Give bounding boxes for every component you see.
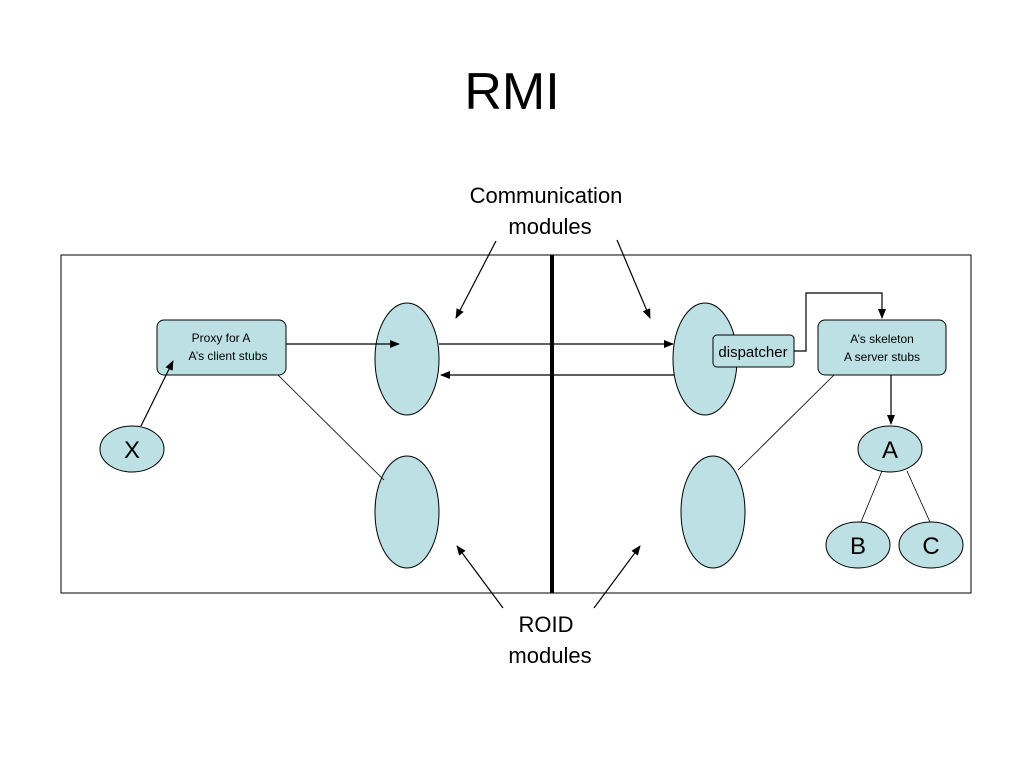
client-communication-module — [374, 302, 440, 416]
skeleton-box — [817, 319, 947, 376]
slide-title: RMI — [464, 63, 560, 121]
skeleton-roid-link — [737, 374, 835, 471]
skeleton-box-line-1: A’s skeleton — [850, 332, 914, 346]
object-a — [857, 425, 923, 473]
object-x — [99, 425, 165, 473]
proxy-box-line-2: A’s client stubs — [189, 349, 268, 363]
a-to-b-link — [860, 470, 883, 523]
roid-arrow-left — [456, 545, 504, 609]
a-to-c-link — [906, 470, 931, 523]
proxy-box — [156, 319, 287, 376]
object-c — [898, 521, 964, 569]
communication-arrow-right — [616, 239, 651, 319]
proxy-box-line-1: Proxy for A — [192, 331, 251, 345]
communication-arrow-left — [455, 240, 497, 319]
skeleton-box-line-2: A server stubs — [844, 350, 920, 364]
x-to-proxy-arrow — [140, 360, 174, 427]
system-frame — [60, 254, 972, 594]
object-a-label: A — [882, 437, 898, 464]
object-b-label: B — [850, 533, 866, 560]
client-roid-module — [374, 455, 440, 569]
object-b — [825, 521, 891, 569]
communication-modules-label-line-1: Communication — [470, 183, 623, 208]
dispatcher-label: dispatcher — [718, 344, 787, 361]
object-c-label: C — [922, 533, 939, 560]
communication-modules-label-line-2: modules — [508, 214, 591, 239]
roid-arrow-right — [593, 545, 641, 609]
object-x-label: X — [124, 437, 140, 464]
roid-modules-label-line-1: ROID — [519, 612, 574, 637]
proxy-roid-link — [277, 374, 385, 481]
dispatcher-to-skeleton-arrow — [794, 292, 886, 352]
roid-modules-label-line-2: modules — [508, 643, 591, 668]
server-roid-module — [680, 455, 746, 569]
